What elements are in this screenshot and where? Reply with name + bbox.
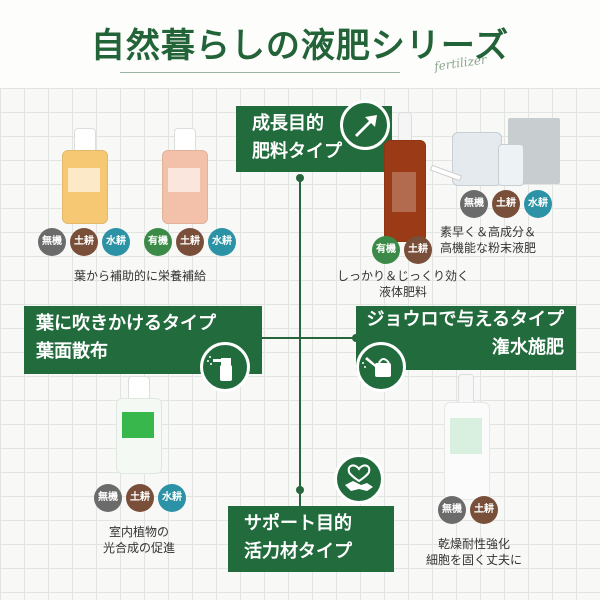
desc-line: 液体肥料 [378,285,427,299]
desc-line: 乾燥耐性強化 [437,537,510,551]
badge-inorganic: 無機 [460,190,488,218]
category-line2: 潅水施肥 [492,337,564,358]
badge-soil: 土耕 [176,228,204,256]
badge-soil: 土耕 [470,496,498,524]
badge-hydro: 水耕 [158,484,186,512]
badge-organic: 有機 [144,228,172,256]
category-foliar-spray: 葉に吹きかけるタイプ 葉面散布 [24,306,262,374]
category-line2: 活力材タイプ [244,541,352,562]
badge-soil: 土耕 [404,236,432,264]
page-title: 自然暮らしの液肥シリーズ [90,26,510,66]
desc-line: 高機能な粉末液肥 [440,241,537,255]
category-line1: ジョウロで与えるタイプ [366,309,564,330]
desc-line: 細胞を固く丈夫に [425,553,522,567]
product-description: しっかり＆じっくり効く 液体肥料 [318,268,488,300]
badge-inorganic: 無機 [38,228,66,256]
category-line1: サポート目的 [244,513,352,534]
desc-line: 素早く＆高成分＆ [440,225,537,239]
desc-line: 室内植物の [108,525,169,539]
handshake-heart-icon [334,454,384,504]
desc-line: 光合成の促進 [102,541,175,555]
product-description: 乾燥耐性強化 細胞を固く丈夫に [404,536,544,568]
category-line2: 葉面散布 [36,341,108,362]
product-description: 室内植物の 光合成の促進 [74,524,204,556]
badge-inorganic: 無機 [94,484,122,512]
product-description: 素早く＆高成分＆ 高機能な粉末液肥 [440,224,580,256]
badge-soil: 土耕 [126,484,154,512]
desc-line: 葉から補助的に栄養補給 [73,269,206,283]
badge-organic: 有機 [372,236,400,264]
title-underline [120,72,400,73]
spray-bottle-icon [200,342,250,392]
category-line1: 葉に吹きかけるタイプ [36,313,216,334]
category-support-vitalizer: サポート目的 活力材タイプ [228,506,394,572]
axis-dot-top [296,174,304,182]
product-description: 葉から補助的に栄養補給 [40,268,240,284]
badge-soil: 土耕 [70,228,98,256]
badge-hydro: 水耕 [208,228,236,256]
vertical-axis [299,178,301,508]
product-powder-vial [498,144,524,186]
axis-dot-bottom [296,486,304,494]
horizontal-axis [250,337,360,339]
badge-inorganic: 無機 [438,496,466,524]
badge-hydro: 水耕 [524,190,552,218]
badge-soil: 土耕 [492,190,520,218]
watering-can-icon [356,342,406,392]
badge-hydro: 水耕 [102,228,130,256]
category-line2: 肥料タイプ [252,141,342,162]
desc-line: しっかり＆じっくり効く [336,269,469,283]
header: 自然暮らしの液肥シリーズ fertilizer [0,0,600,88]
category-line1: 成長目的 [252,113,324,134]
growth-arrow-icon [340,100,390,150]
